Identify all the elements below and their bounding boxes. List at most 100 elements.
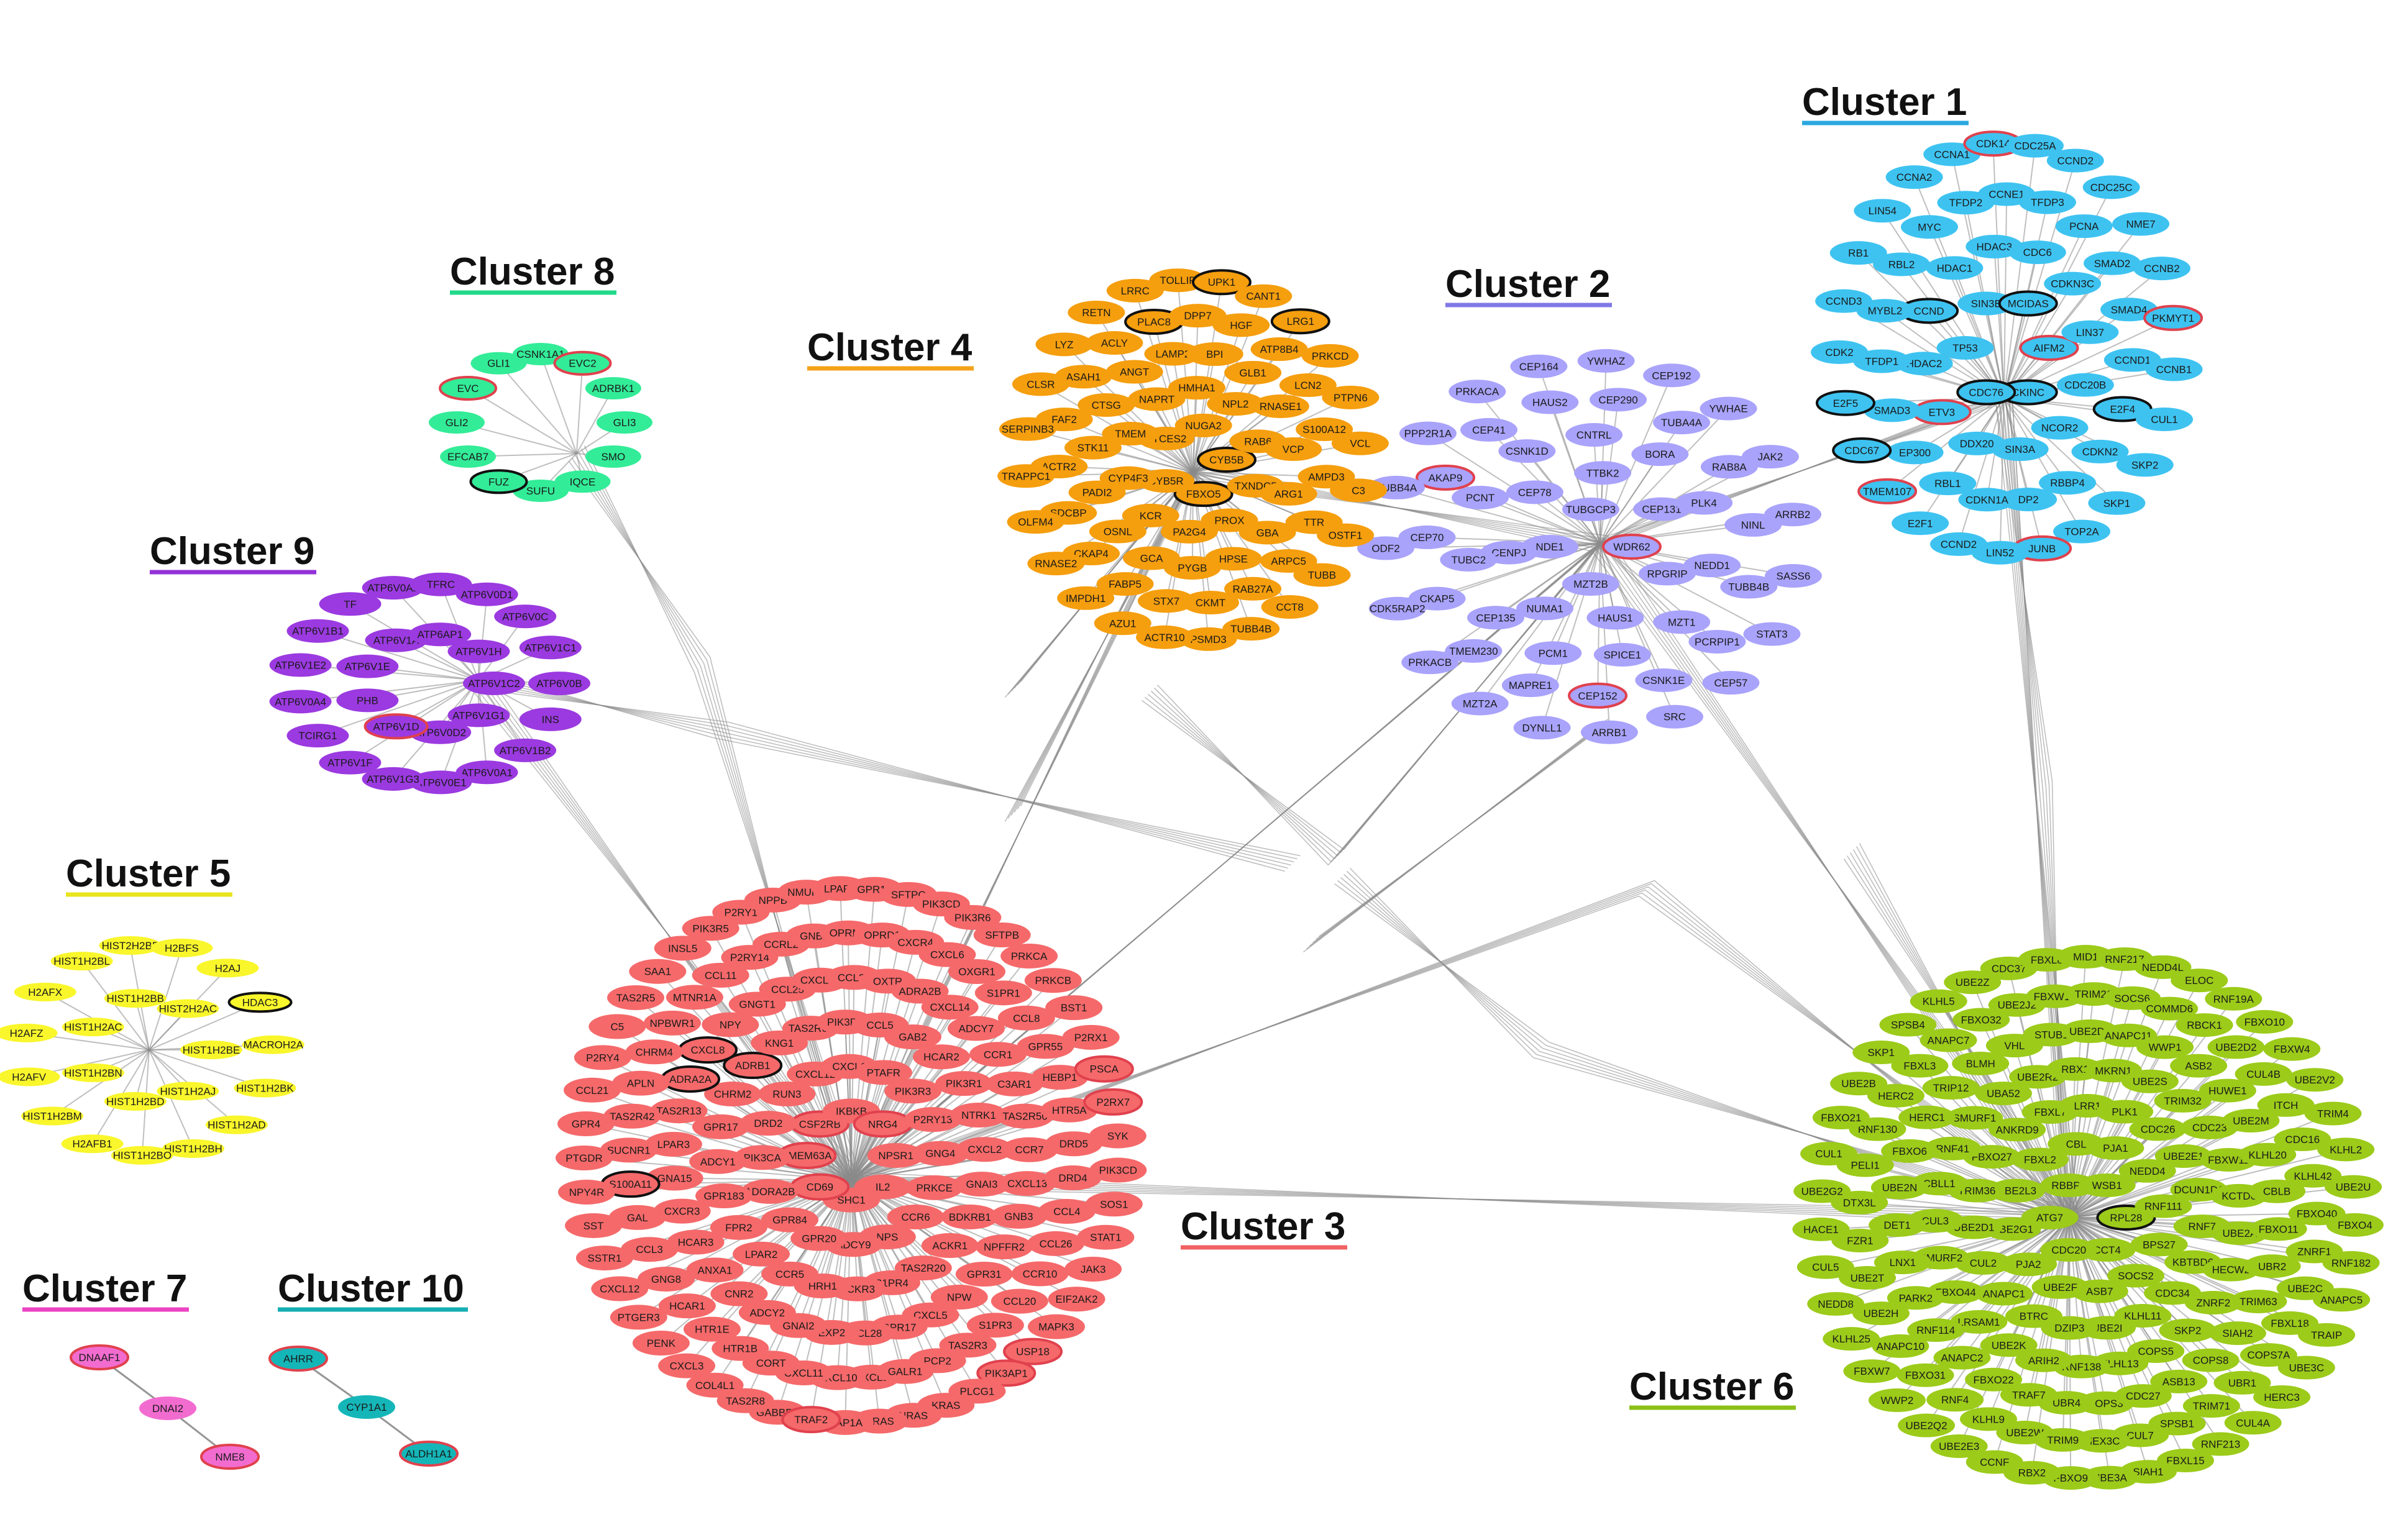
c6-node-rpl28-label: RPL28 — [2110, 1212, 2142, 1224]
c4-node-lrrc-label: LRRC — [1121, 285, 1150, 297]
c3-node-adcy2-shape — [738, 1300, 796, 1325]
c3-node-ccr6: CCR6 — [887, 1205, 945, 1230]
c6-node-anapc2: ANAPC2 — [1933, 1346, 1991, 1370]
c9-node-atp6v0c: ATP6V0C — [494, 604, 557, 629]
c3-node-col4l1-label: COL4L1 — [695, 1380, 735, 1392]
c4-node-tubb-shape — [1293, 563, 1351, 587]
c3-node-npsr1: NPSR1 — [867, 1143, 925, 1168]
c3-node-ccl8-shape — [997, 1005, 1055, 1031]
c3-node-npw-shape — [930, 1285, 988, 1310]
c3-node-traf2-shape — [781, 1406, 841, 1434]
c6-node-fbxl18-label: FBXL18 — [2271, 1318, 2309, 1329]
c5-node-hist1h2be-shape — [180, 1041, 242, 1059]
c1-node-mcidas-shape — [1998, 290, 2058, 317]
c6-node-rnf138-label: RNF138 — [2062, 1361, 2101, 1373]
c4-node-hgf: HGF — [1212, 313, 1270, 337]
c6-node-fbxo4-shape — [2326, 1213, 2384, 1237]
c3-node-gpr84-shape — [761, 1207, 818, 1232]
c1-node-skp2-label: SKP2 — [2131, 459, 2158, 471]
c3-node-sucnr1-label: SUCNR1 — [607, 1144, 651, 1156]
c3-node-gpr183: GPR183 — [695, 1183, 753, 1209]
c2-node-prkaca-shape — [1448, 380, 1506, 404]
c3-node-gna15-shape — [646, 1165, 703, 1191]
c2-node-tubc2-shape — [1440, 547, 1498, 572]
c3-node-gal-label: GAL — [627, 1212, 648, 1224]
c3-node-stat1: STAT1 — [1077, 1224, 1135, 1250]
c6-node-fbxw4: FBXW4 — [2263, 1037, 2321, 1061]
c6-node-ube2c-label: UBE2C — [2287, 1283, 2323, 1295]
c6-node-asb13-label: ASB13 — [2162, 1376, 2195, 1388]
c3-node-usp18: USP18 — [1003, 1337, 1063, 1365]
c2-node-arrb1-label: ARRB1 — [1592, 727, 1627, 739]
c6-node-ube2d2-label: UBE2D2 — [2215, 1042, 2256, 1054]
c9-node-tf-shape — [319, 592, 382, 616]
c5-node-hist2h2ac-shape — [157, 999, 219, 1018]
c2-node-numa1-label: NUMA1 — [1526, 603, 1563, 614]
c6-node-btrc: BTRC — [2005, 1304, 2062, 1328]
c6-node-anapc5-shape — [2313, 1288, 2371, 1312]
c9-node-atp6v1e-label: ATP6V1E — [345, 661, 390, 673]
c1-node-e2f5-label: E2F5 — [1833, 398, 1859, 409]
c6-node-ubr4-label: UBR4 — [2052, 1397, 2080, 1409]
c4-node-osnl-shape — [1089, 519, 1146, 544]
c1-node-pcna: PCNA — [2055, 214, 2113, 239]
c6-node-trim9-label: TRIM9 — [2047, 1434, 2079, 1446]
c6-node-ubr1: UBR1 — [2213, 1370, 2271, 1395]
c6-node-skp2: SKP2 — [2159, 1318, 2217, 1342]
c6-node-cdc20-shape — [2040, 1237, 2098, 1262]
c2-node-cep70-label: CEP70 — [1411, 532, 1444, 544]
c6-node-anapc11-label: ANAPC11 — [2105, 1030, 2152, 1042]
c4-node-arg1-shape — [1260, 481, 1317, 506]
c6-node-skp1: SKP1 — [1852, 1041, 1910, 1065]
c5-node-h2aj-shape — [196, 959, 259, 978]
c2-node-ppp2r1a-shape — [1399, 421, 1457, 445]
c6-node-rnf19a-shape — [2205, 986, 2263, 1011]
c3-node-cxcl6-shape — [918, 942, 976, 967]
c6-node-ube2v2-shape — [2286, 1068, 2344, 1092]
c3-node-tas2r50: TAS2R50 — [996, 1103, 1054, 1129]
c1-node-skp1-shape — [2088, 491, 2146, 515]
c6-node-rnf114-label: RNF114 — [1916, 1324, 1955, 1336]
c1-node-cdc20b: CDC20B — [2056, 373, 2114, 397]
c3-node-eif2ak2: EIF2AK2 — [1048, 1287, 1105, 1312]
c2-node-dynll1-label: DYNLL1 — [1522, 722, 1562, 734]
c4-node-azu1-shape — [1094, 611, 1151, 636]
c6-node-klhl5: KLHL5 — [1910, 989, 1967, 1013]
c4-node-cct8: CCT8 — [1261, 595, 1319, 619]
c6-node-ube2f-shape — [2031, 1275, 2089, 1299]
c3-node-drd5-label: DRD5 — [1059, 1138, 1088, 1150]
c4-node-lyz-label: LYZ — [1055, 339, 1074, 350]
c6-node-cdc20-label: CDC20 — [2051, 1244, 2086, 1256]
c6-node-hecw2-label: HECW2 — [2212, 1264, 2250, 1276]
c3-node-gng4-label: GNG4 — [925, 1148, 955, 1160]
edge — [467, 388, 577, 454]
edge — [52, 1049, 150, 1117]
c1-node-ddx20-label: DDX20 — [1960, 438, 1994, 450]
c6-node-klhl9: KLHL9 — [1960, 1407, 2018, 1431]
c3-node-gpr55-label: GPR55 — [1028, 1041, 1063, 1052]
c2-node-cntrl-label: CNTRL — [1577, 429, 1612, 441]
c8-node-adrbk1-label: ADRBK1 — [592, 383, 634, 394]
c4-node-tollip-label: TOLLIP — [1160, 275, 1196, 286]
c8-node-sufu-label: SUFU — [526, 485, 555, 497]
c1-node-aifm2: AIFM2 — [2019, 335, 2079, 361]
c4-node-dpp7-shape — [1169, 304, 1227, 328]
c4-node-clsr: CLSR — [1012, 372, 1069, 396]
c9-node-atp6ap1: ATP6AP1 — [409, 622, 472, 647]
c3-node-gpr17: GPR17 — [692, 1114, 750, 1139]
c9-node-atp6v1e: ATP6V1E — [336, 654, 399, 678]
c6-node-kctd6-label: KCTD6 — [2222, 1190, 2256, 1202]
c3-node-tas2r5-label: TAS2R5 — [616, 992, 656, 1004]
c3-node-cxcl14: CXCL14 — [921, 995, 979, 1020]
c6-node-huwe1: HUWE1 — [2199, 1078, 2256, 1103]
c3-node-bdkrb1-shape — [941, 1204, 999, 1229]
c1-node-rbl1-shape — [1919, 472, 1977, 496]
c9-node-tf-label: TF — [344, 598, 357, 610]
c6-node-hace1: HACE1 — [1792, 1217, 1850, 1241]
c2-node-ttbk2-shape — [1574, 461, 1632, 485]
c4-node-cyp4f3-label: CYP4F3 — [1108, 473, 1148, 485]
c3-node-ccr6-label: CCR6 — [901, 1211, 930, 1223]
c6-node-cul5: CUL5 — [1796, 1255, 1854, 1279]
c5-node-h2afb1: H2AFB1 — [61, 1134, 124, 1154]
c3-node-tas2r42: TAS2R42 — [603, 1103, 661, 1129]
